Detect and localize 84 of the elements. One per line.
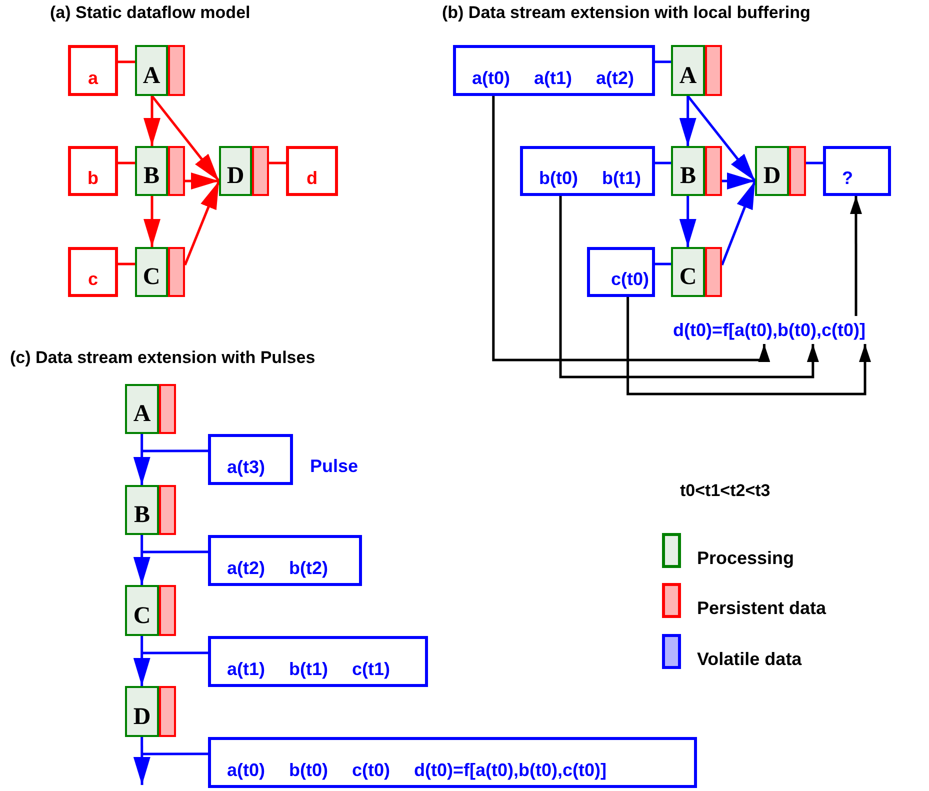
process-box: B — [671, 146, 705, 196]
connector-line — [142, 550, 208, 554]
data-label: d(t0)=f[a(t0),b(t0),c(t0)] — [414, 758, 607, 781]
connector-line — [118, 262, 135, 266]
process-box: B — [135, 146, 168, 196]
data-buffer-box — [68, 247, 118, 297]
arrow — [679, 196, 696, 247]
arrow — [133, 636, 150, 686]
arrow — [144, 96, 160, 146]
data-label: c — [88, 268, 98, 290]
process-box: D — [125, 686, 159, 737]
connector-line — [269, 162, 286, 164]
arrow — [144, 196, 160, 247]
data-buffer-box — [208, 737, 697, 788]
time-order-note: t0<t1<t2<t3 — [680, 480, 770, 502]
arrow — [185, 172, 219, 190]
arrow — [722, 172, 755, 190]
process-box: C — [125, 585, 159, 636]
data-label: a(t1) — [227, 658, 266, 680]
process-box: A — [135, 45, 168, 96]
data-label: b(t0) — [289, 758, 328, 781]
connector-line — [655, 162, 671, 164]
connector-line — [142, 450, 208, 452]
connector-line — [118, 60, 135, 64]
panel-title: (c) Data stream extension with Pulses — [10, 347, 316, 368]
data-label: b(t1) — [289, 658, 328, 680]
data-label: c(t1) — [352, 658, 390, 680]
data-label: a(t1) — [534, 66, 572, 89]
data-buffer-box — [68, 45, 118, 96]
data-label: a(t0) — [227, 758, 266, 781]
process-box: C — [671, 247, 705, 297]
data-buffer-box — [208, 636, 428, 687]
data-label: d — [306, 166, 318, 189]
connector-line — [655, 262, 671, 266]
process-box: A — [671, 45, 705, 96]
data-buffer-box — [453, 45, 655, 96]
data-buffer-box — [68, 146, 118, 196]
data-label: c(t0) — [610, 268, 649, 290]
data-label: b(t1) — [602, 166, 641, 189]
data-label: a(t2) — [227, 556, 266, 579]
panel-title: (b) Data stream extension with local buffering — [442, 2, 810, 24]
connector-line — [142, 752, 208, 756]
data-buffer-box — [208, 434, 293, 485]
data-label: b — [88, 166, 98, 189]
connector-line — [142, 652, 208, 654]
data-label: ? — [842, 166, 853, 189]
arrow — [133, 434, 150, 485]
legend-label: Persistent data — [697, 597, 826, 620]
data-label: a — [88, 66, 98, 89]
arrow — [850, 196, 862, 316]
process-box: A — [125, 384, 159, 434]
panel-title: (a) Static dataflow model — [50, 2, 250, 24]
connector-line — [806, 162, 823, 164]
process-box: B — [125, 485, 159, 535]
data-label: b(t2) — [289, 556, 328, 579]
data-buffer-box — [823, 146, 891, 196]
formula-text: d(t0)=f[a(t0),b(t0),c(t0)] — [673, 318, 866, 342]
data-buffer-box — [286, 146, 338, 196]
data-buffer-box — [520, 146, 655, 196]
connector-line — [655, 60, 671, 64]
arrow — [686, 95, 756, 182]
arrow — [133, 737, 150, 785]
data-buffer-box — [208, 535, 362, 586]
process-box: D — [219, 146, 252, 196]
arrow — [720, 180, 756, 266]
arrow — [559, 196, 819, 378]
legend-label: Volatile data — [697, 648, 802, 670]
connector-line — [118, 162, 135, 164]
data-buffer-box — [587, 247, 655, 297]
data-label: c(t0) — [352, 758, 390, 781]
data-label: a(t2) — [596, 66, 634, 89]
process-box: C — [135, 247, 168, 297]
data-label: b(t0) — [539, 166, 578, 189]
arrow — [151, 95, 220, 182]
arrow — [626, 297, 871, 396]
data-label: a(t0) — [472, 66, 510, 89]
legend-label: Processing — [697, 547, 794, 570]
data-label: a(t3) — [227, 456, 266, 478]
arrow — [679, 96, 696, 146]
process-box: D — [755, 146, 789, 196]
arrow — [492, 96, 770, 362]
arrow — [133, 535, 150, 585]
pulse-label: Pulse — [310, 455, 358, 478]
arrow — [184, 180, 220, 266]
